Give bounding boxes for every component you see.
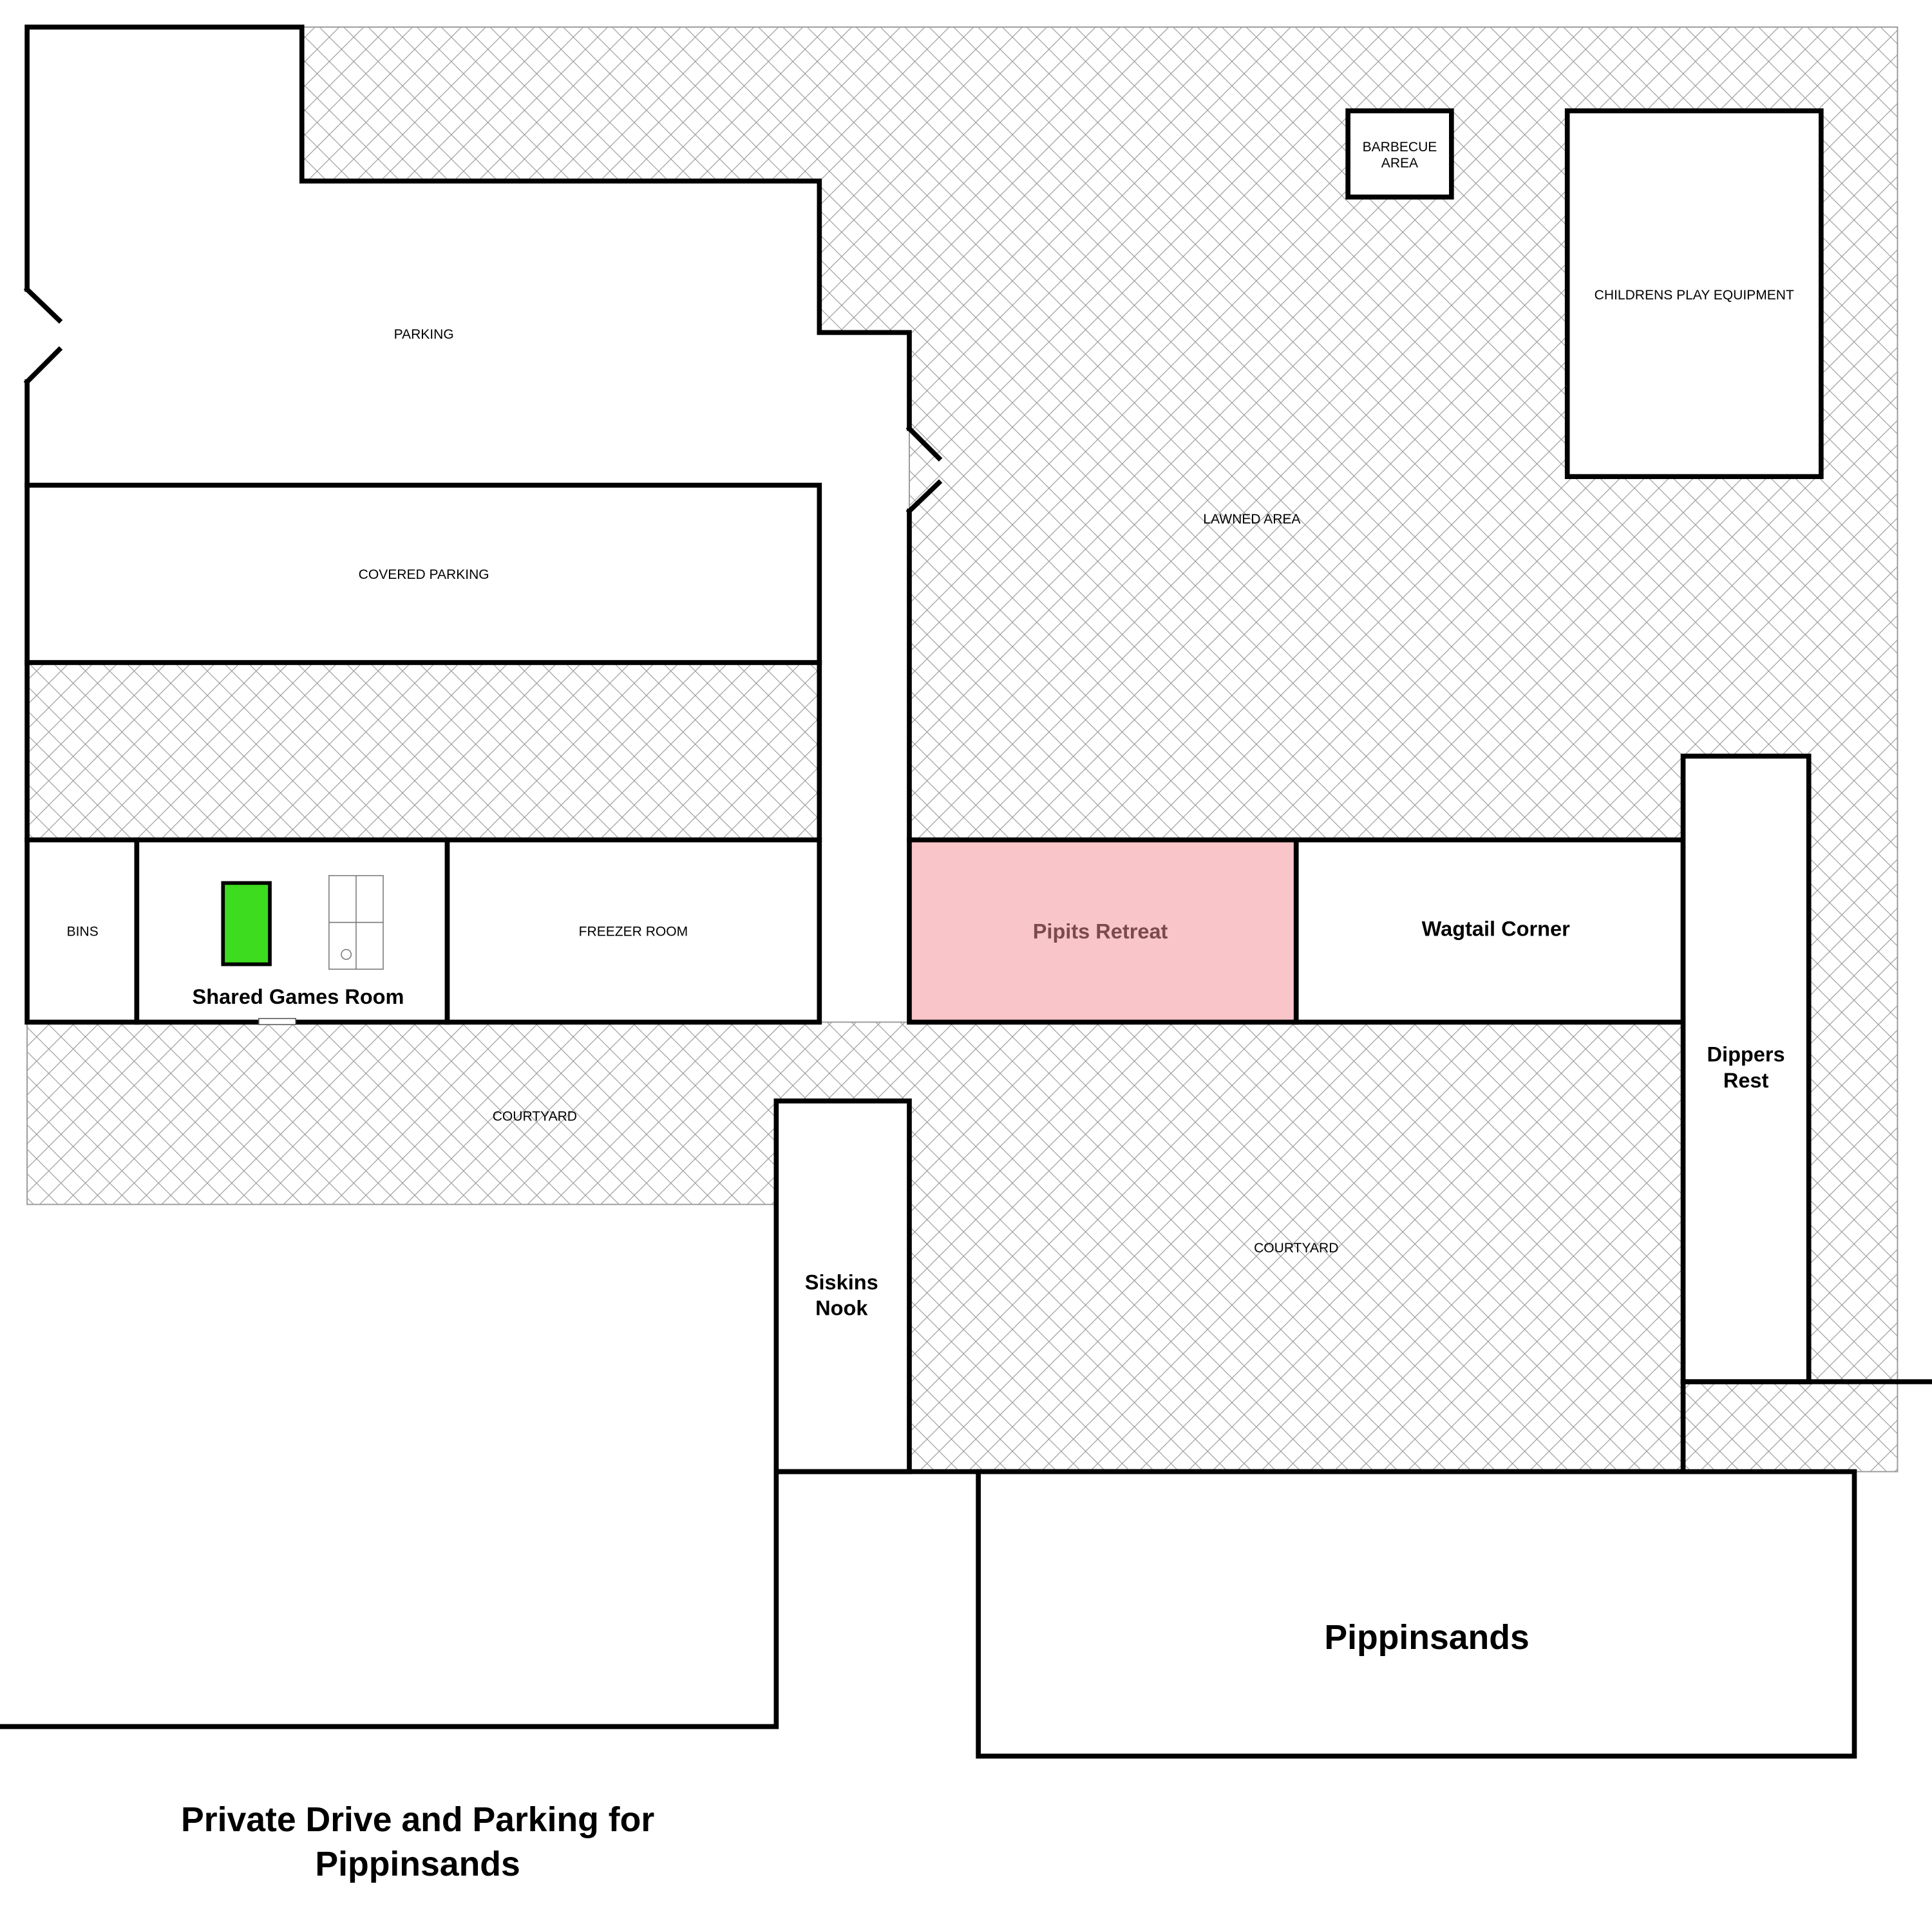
childrens-play-equipment <box>1564 108 1824 480</box>
gate-icon[interactable] <box>905 425 943 515</box>
page-title-line-1: Private Drive and Parking for <box>181 1801 654 1839</box>
courtyard-left-label: COURTYARD <box>493 1109 577 1124</box>
barbecue-area <box>1345 108 1454 200</box>
dippers-rest-label-1: Dippers <box>1707 1043 1785 1066</box>
siskins-nook-label-2: Nook <box>815 1297 868 1320</box>
games-room-label: Shared Games Room <box>193 985 404 1008</box>
courtyard-right-label: COURTYARD <box>1254 1241 1338 1256</box>
play-equipment-label: CHILDRENS PLAY EQUIPMENT <box>1595 288 1794 303</box>
dippers-rest-label-2: Rest <box>1723 1069 1769 1092</box>
garden-strip-hatched <box>27 662 820 840</box>
bins-label: BINS <box>67 925 99 939</box>
siskins-nook-label-1: Siskins <box>805 1271 878 1294</box>
pippinsands[interactable] <box>976 1469 1857 1759</box>
door-icon[interactable] <box>23 286 63 386</box>
pool-table-icon <box>221 881 272 966</box>
barbecue-label-1: BARBECUE <box>1363 140 1437 155</box>
pipits-retreat-label: Pipits Retreat <box>1033 919 1168 943</box>
bins-room <box>24 837 140 1025</box>
table-tennis-icon <box>328 875 384 970</box>
pippinsands-label: Pippinsands <box>1324 1619 1529 1657</box>
games-room-door[interactable] <box>258 1017 296 1026</box>
pipits-retreat[interactable] <box>907 837 1299 1025</box>
barbecue-label-2: AREA <box>1381 156 1418 171</box>
lawned-area-label: LAWNED AREA <box>1203 512 1300 527</box>
covered-parking-label: COVERED PARKING <box>359 567 489 582</box>
dippers-rest[interactable] <box>1680 753 1812 1384</box>
parking-wall <box>24 24 912 431</box>
freezer-room-label: FREEZER ROOM <box>579 925 688 939</box>
siskins-nook[interactable] <box>773 1098 912 1474</box>
freezer-room <box>444 837 822 1025</box>
covered-parking <box>24 482 822 665</box>
page-title-line-2: Pippinsands <box>315 1845 520 1883</box>
parking-label: PARKING <box>394 327 454 342</box>
wagtail-corner-label: Wagtail Corner <box>1422 918 1570 941</box>
wagtail-corner[interactable] <box>1293 837 1686 1025</box>
private-drive-boundary <box>0 1469 779 1729</box>
